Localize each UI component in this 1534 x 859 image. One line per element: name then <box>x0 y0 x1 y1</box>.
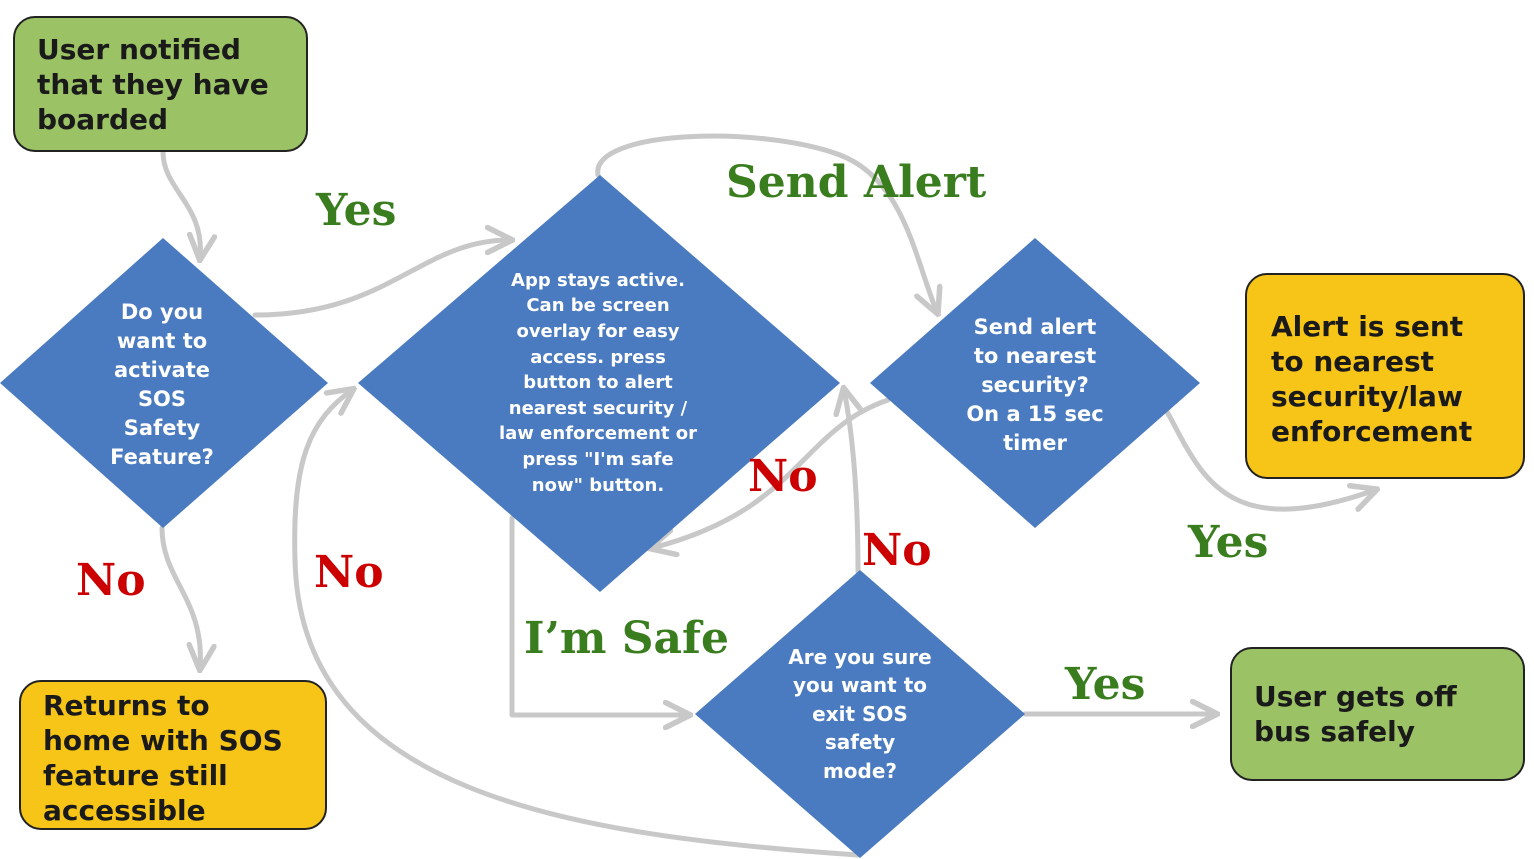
label-no-exit-up: No <box>862 525 932 576</box>
decision-send-alert-shape <box>870 238 1200 528</box>
arrow-send-alert-yes-to-result <box>1162 405 1375 509</box>
arrow-exit-no-loop <box>292 390 861 858</box>
decision-activate-text: Do you want to activate SOS Safety Featu… <box>110 300 214 469</box>
label-im-safe: I’m Safe <box>524 613 729 664</box>
decision-app-active-shape <box>358 175 840 592</box>
decision-shapes <box>0 175 1200 858</box>
decision-send-alert-text: Send alert to nearest security? On a 15 … <box>966 314 1104 455</box>
alert-sent-node: Alert is sent to nearest security/law en… <box>1245 273 1525 479</box>
label-no-exit-loop: No <box>314 547 384 598</box>
returns-home-node: Returns to home with SOS feature still a… <box>19 680 327 830</box>
label-no-send-alert: No <box>748 451 818 502</box>
label-yes-send-alert: Yes <box>1188 517 1269 568</box>
label-send-alert: Send Alert <box>726 157 987 208</box>
arrow-activate-yes-to-app <box>252 240 510 318</box>
decision-app-active-text: App stays active. Can be screen overlay … <box>498 269 698 496</box>
label-yes-activate: Yes <box>316 185 397 236</box>
connector-arrows <box>159 133 1375 858</box>
start-node: User notified that they have boarded <box>13 16 308 152</box>
arrow-start-to-activate <box>160 149 200 258</box>
arrow-activate-no-to-home <box>159 525 200 668</box>
end-safe-node: User gets off bus safely <box>1230 647 1525 781</box>
label-no-activate: No <box>76 555 146 606</box>
arrow-app-send-alert-to-question <box>595 133 937 312</box>
decision-exit-text: Are you sure you want to exit SOS safety… <box>788 644 932 783</box>
decision-activate-shape <box>0 238 328 528</box>
decision-exit-shape <box>695 570 1025 858</box>
arrow-exit-no-up <box>844 390 858 575</box>
arrow-app-safe-to-exit <box>509 515 688 715</box>
label-yes-exit: Yes <box>1065 659 1146 710</box>
